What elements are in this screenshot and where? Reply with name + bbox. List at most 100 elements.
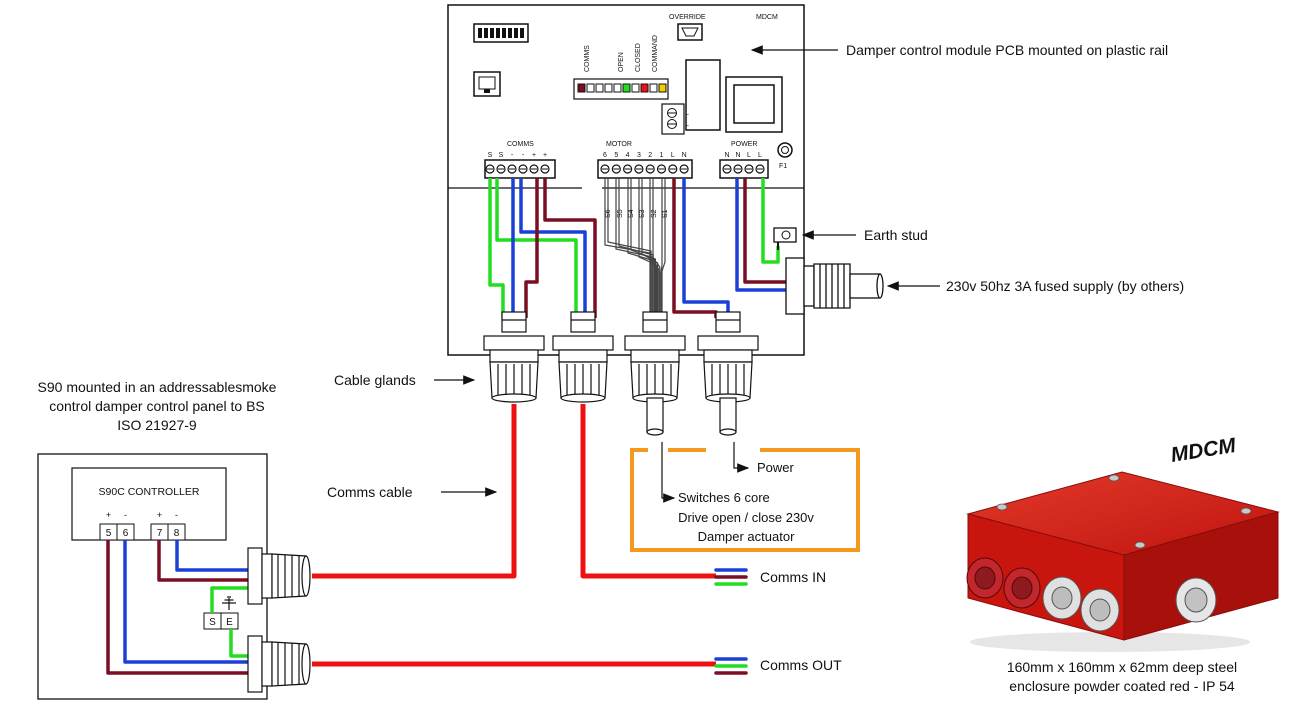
panel-note-line: S90 mounted in an addressablesmoke [37, 379, 277, 395]
comms-block-title: COMMS [507, 141, 534, 148]
controller-terminal-label: 6 [123, 528, 129, 539]
comms-cable-annotation: Comms cable [327, 484, 413, 500]
relay-terminal-label: L [685, 110, 689, 117]
cable-gland [697, 311, 759, 403]
terminal-pin-label: S [499, 152, 504, 159]
terminal-pin-label: - [522, 152, 525, 159]
led-labels: COMMS OPEN CLOSED COMMAND [584, 35, 659, 72]
product-caption: 160mm x 160mm x 62mm deep steel enclosur… [968, 658, 1276, 696]
actuator-leader-lines [661, 442, 750, 503]
terminal-pin-label: 3 [637, 152, 641, 159]
dip-slot [490, 28, 494, 38]
cable-glands [483, 311, 759, 403]
panel-cable-gland [247, 635, 311, 693]
switch-core-wire [661, 178, 666, 318]
switch-core-wire [615, 178, 653, 318]
dip-slot [478, 28, 482, 38]
module-brand-label: MDCM [756, 14, 778, 21]
terminal-pin-label: L [758, 152, 762, 159]
panel-note-line: ISO 21927-9 [117, 417, 197, 433]
panel-glands [247, 547, 311, 693]
supply-annotation: 230v 50hz 3A fused supply (by others) [946, 278, 1185, 294]
controller-terminal-label: 7 [157, 528, 163, 539]
terminal-pin-label: + [543, 152, 547, 159]
earth-symbol-icon [222, 596, 236, 610]
comms-in-label: Comms IN [760, 569, 827, 585]
switch-core-wire [649, 178, 660, 318]
product-caption-line: enclosure powder coated red - IP 54 [1009, 678, 1235, 694]
led-indicator [658, 83, 667, 93]
switch-wire-label: S3 [639, 209, 646, 218]
relay-terminal-label: L [685, 121, 689, 128]
dip-switch-icon [473, 23, 529, 43]
dip-slot [484, 28, 488, 38]
terminal-pin-label: 1 [660, 152, 664, 159]
fuse-icon: F1 [777, 142, 793, 170]
switch-core-wire [618, 178, 654, 318]
controller-polarity-label: + [157, 510, 162, 520]
cable-glands-annotation: Cable glands [334, 372, 416, 388]
led-label-closed: CLOSED [635, 43, 642, 72]
terminal-pin-label: 6 [603, 152, 607, 159]
panel-wiring [106, 540, 248, 675]
led-indicator [649, 83, 658, 93]
switch-core-wire [660, 178, 663, 318]
panel-cable-gland [247, 547, 311, 605]
controller-title: S90C CONTROLLER [99, 486, 200, 498]
dip-slot [520, 28, 524, 38]
comms-out-wire-ends [714, 657, 748, 675]
power-block-title: POWER [731, 141, 757, 148]
controller-terminal-label: 5 [106, 528, 112, 539]
motor-block-title: MOTOR [606, 141, 632, 148]
dip-slot [502, 28, 506, 38]
cable-gland [483, 311, 545, 403]
switch-core-wire [627, 178, 655, 318]
earth-stud-icon [773, 227, 797, 250]
terminal-pin-label: L [747, 152, 751, 159]
drive-label-line: Damper actuator [697, 529, 795, 544]
controller-polarity-label: - [124, 510, 127, 520]
switch-core-wire [607, 178, 652, 318]
terminal-pin-label: 4 [626, 152, 630, 159]
drive-label: Drive open / close 230v Damper actuator [660, 508, 832, 546]
relay-terminal-block: L L [661, 103, 689, 135]
supply-gland [785, 257, 884, 315]
dip-slot [514, 28, 518, 38]
product-name: MDCM [1169, 434, 1238, 467]
led-label-command: COMMAND [652, 35, 659, 72]
actuator-loop [630, 448, 860, 552]
led-indicator [640, 83, 649, 93]
terminal-pin-label: L [671, 152, 675, 159]
drive-label-line: Drive open / close 230v [678, 510, 814, 525]
dip-slot [496, 28, 500, 38]
override-button-icon [677, 23, 703, 41]
led-label-comms: COMMS [584, 45, 591, 72]
led-strip [573, 78, 669, 100]
switch-wire-label: S1 [662, 209, 669, 218]
annotation-arrows [434, 45, 940, 497]
panel-note-line: control damper control panel to BS [49, 398, 265, 414]
terminal-pin-label: N [735, 152, 740, 159]
dip-slot [508, 28, 512, 38]
terminal-pin-label: N [724, 152, 729, 159]
led-label-open: OPEN [618, 52, 625, 72]
relay-component [685, 59, 721, 131]
rj45-port-icon [473, 71, 501, 97]
terminal-pin-label: - [511, 152, 514, 159]
switch-wire-label: S2 [651, 209, 658, 218]
switch-wire-label: S5 [617, 209, 624, 218]
transformer-component [725, 76, 783, 133]
actuator-cables [646, 397, 737, 436]
comms-cables [312, 404, 716, 667]
cable-gland [624, 311, 686, 403]
switch-core-wire [638, 178, 658, 318]
switch-core-wire [652, 178, 661, 318]
comms-in-wire-ends [714, 568, 748, 586]
led-indicator [622, 83, 631, 93]
switch-core-wires [604, 178, 666, 318]
se-terminal-block: S E [203, 612, 239, 630]
led-indicator [586, 83, 595, 93]
led-indicator [595, 83, 604, 93]
